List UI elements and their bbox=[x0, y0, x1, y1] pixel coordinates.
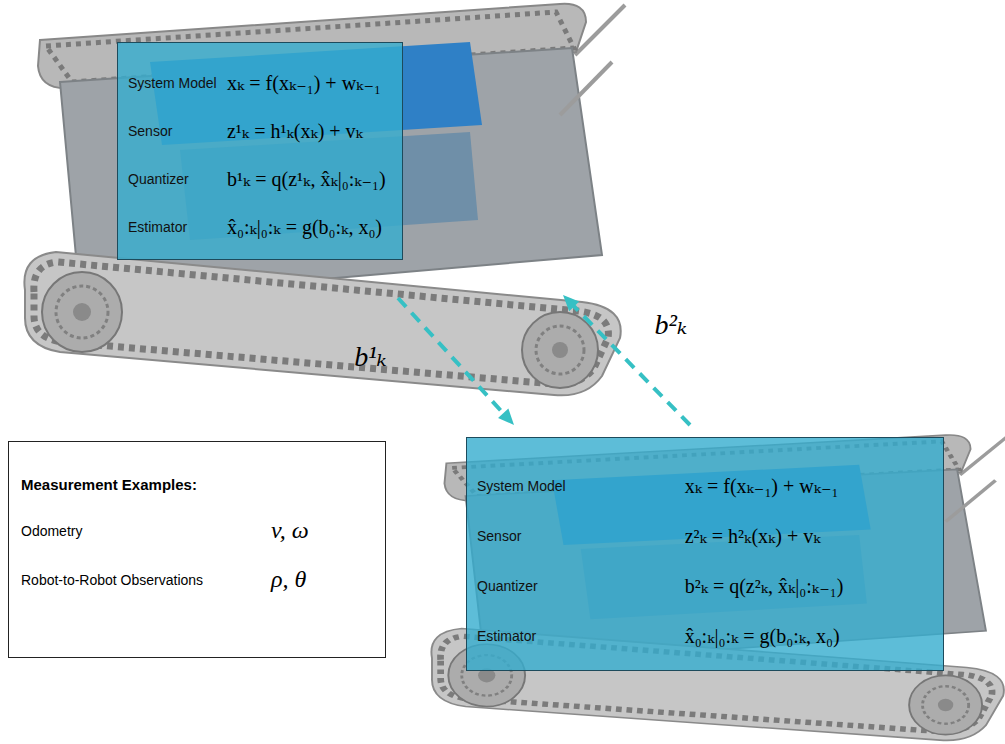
message-label: b¹ₖ bbox=[354, 340, 387, 373]
equation: x̂₀:ₖ|₀:ₖ = g(b₀:ₖ, x₀) bbox=[685, 624, 929, 648]
row-label: System Model bbox=[477, 478, 681, 494]
row-label: Sensor bbox=[477, 528, 681, 544]
estimator-box: System Model xₖ = f(xₖ₋₁) + wₖ₋₁ Sensor z¹ₖ… bbox=[117, 42, 403, 260]
row-label: Quantizer bbox=[128, 171, 221, 187]
legend-heading: Measurement Examples: bbox=[21, 476, 373, 493]
measurement-name: Robot-to-Robot Observations bbox=[21, 572, 211, 588]
equation: x̂₀:ₖ|₀:ₖ = g(b₀:ₖ, x₀) bbox=[227, 215, 390, 239]
equation: z¹ₖ = h¹ₖ(xₖ) + vₖ bbox=[227, 119, 390, 143]
message-label: b²ₖ bbox=[655, 308, 688, 341]
arrow-head bbox=[563, 295, 579, 311]
row-label: System Model bbox=[128, 75, 221, 91]
measurement-box: Measurement Examples: Odometry v, ω Robot-t… bbox=[8, 441, 386, 658]
measurement-name: Odometry bbox=[21, 523, 211, 539]
equation: b²ₖ = q(z²ₖ, x̂ₖ|₀:ₖ₋₁) bbox=[685, 574, 929, 598]
equation: xₖ = f(xₖ₋₁) + wₖ₋₁ bbox=[685, 474, 929, 498]
arrow-head bbox=[498, 408, 514, 425]
measurement-symbol: ρ, θ bbox=[271, 566, 373, 593]
row-label: Estimator bbox=[477, 628, 681, 644]
message-arrow bbox=[563, 295, 690, 425]
equation: z²ₖ = h²ₖ(xₖ) + vₖ bbox=[685, 524, 929, 548]
measurement-symbol: v, ω bbox=[271, 517, 373, 544]
row-label: Sensor bbox=[128, 123, 221, 139]
row-label: Quantizer bbox=[477, 578, 681, 594]
dashed-line bbox=[573, 305, 690, 425]
estimator-box: System Modelxₖ = f(xₖ₋₁) + wₖ₋₁ Sensorz²ₖ… bbox=[466, 437, 944, 671]
message-arrow bbox=[398, 298, 514, 425]
equation: b¹ₖ = q(z¹ₖ, x̂ₖ|₀:ₖ₋₁) bbox=[227, 167, 390, 191]
row-label: Estimator bbox=[128, 219, 221, 235]
equation: xₖ = f(xₖ₋₁) + wₖ₋₁ bbox=[227, 71, 390, 95]
dashed-line bbox=[398, 298, 505, 415]
measurement-grid: Odometry v, ω Robot-to-Robot Observations ρ… bbox=[21, 517, 373, 593]
